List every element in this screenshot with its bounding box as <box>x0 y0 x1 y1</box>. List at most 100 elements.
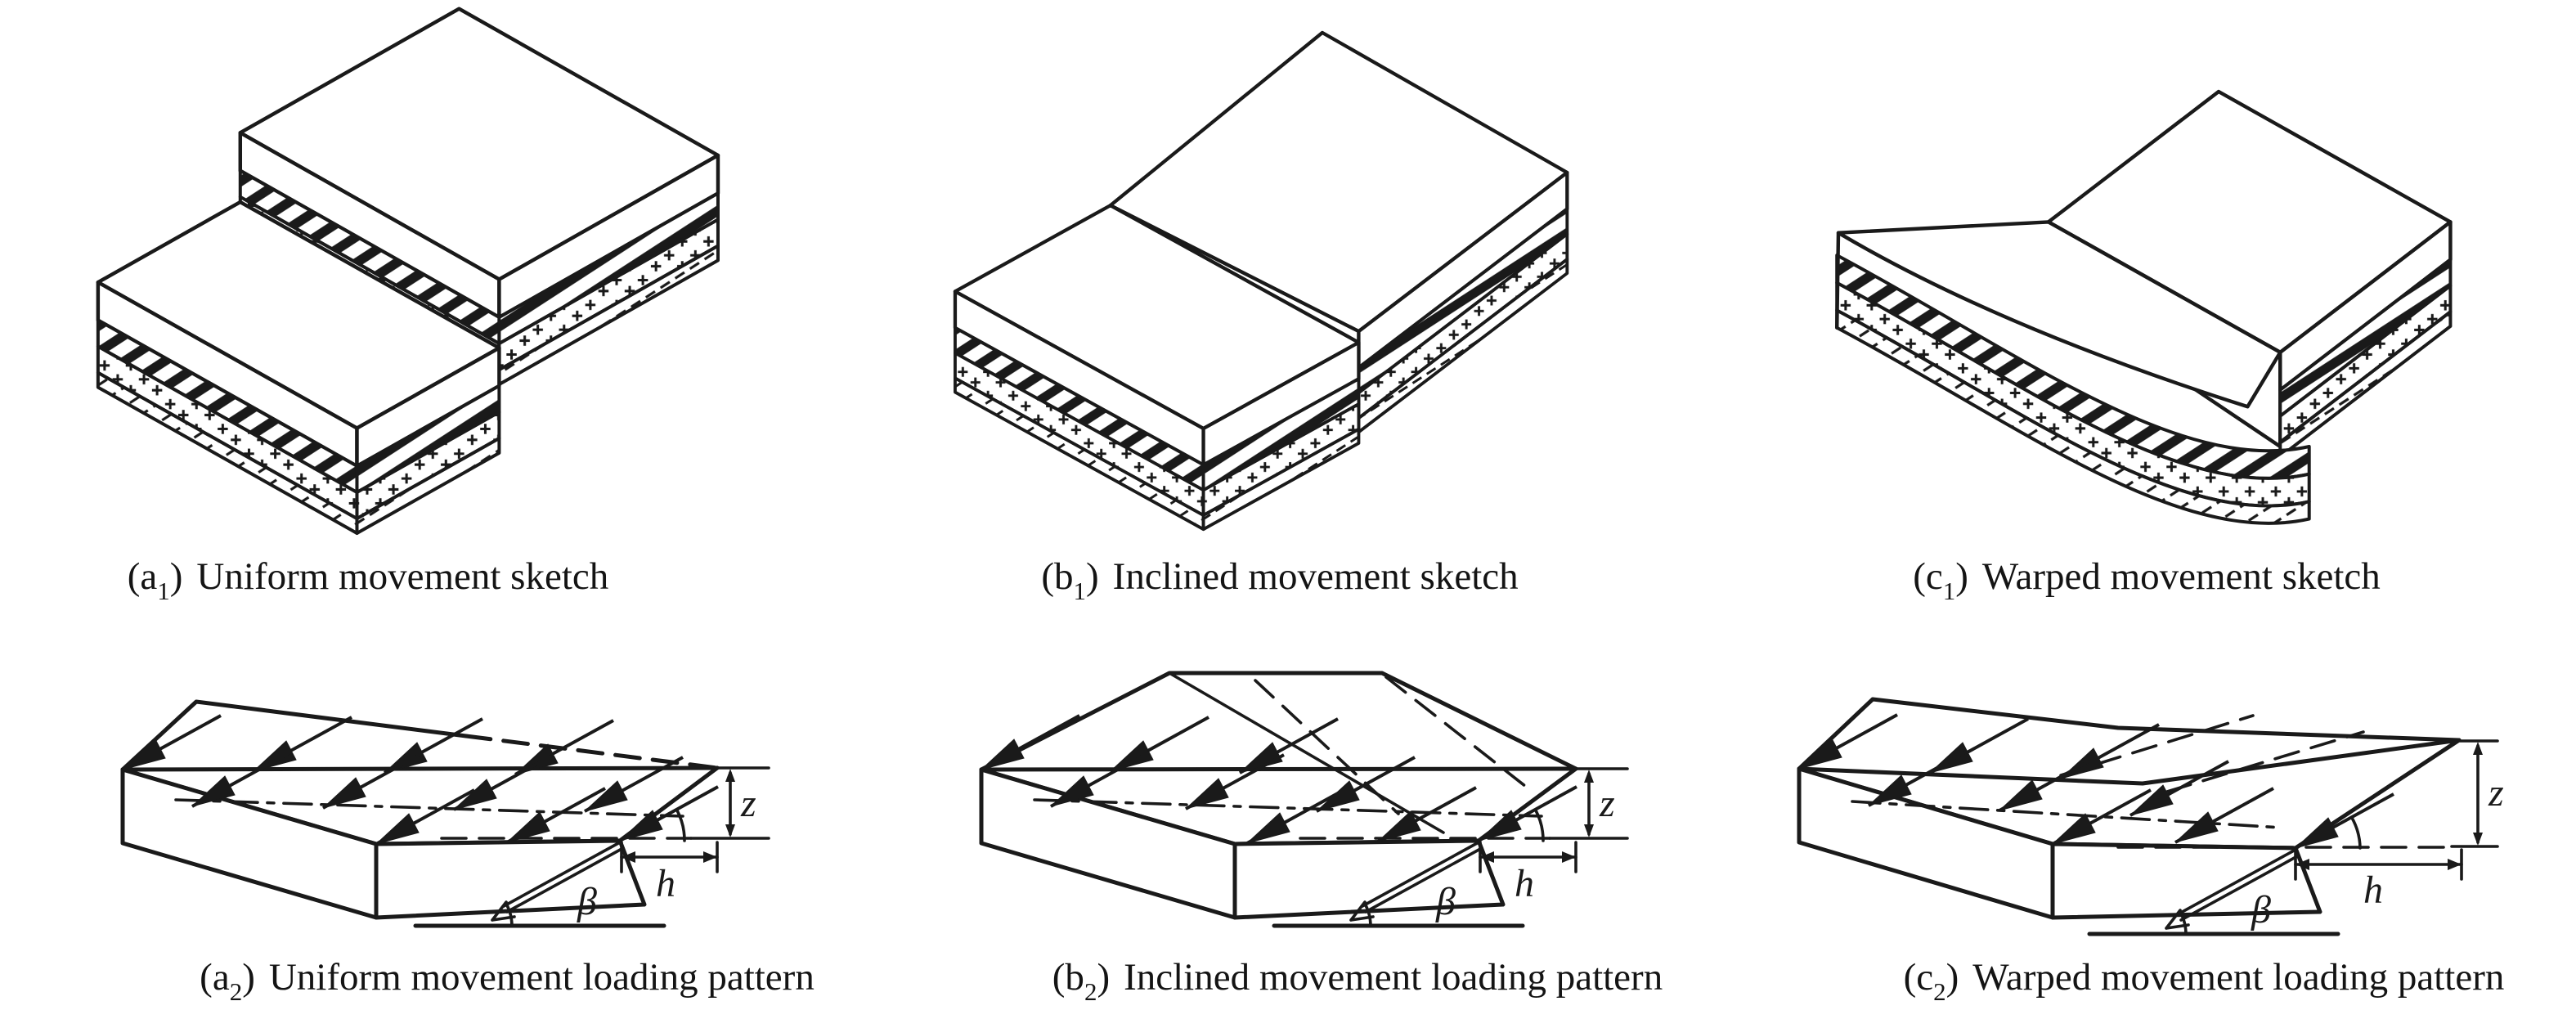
caption-a1: (a1) Uniform movement sketch <box>0 550 736 605</box>
beta-arc <box>2179 910 2188 936</box>
warped-top-wedge-face <box>1836 220 2282 409</box>
caption-b2-text: Inclined movement loading pattern <box>1124 956 1663 999</box>
warped-ridge-line <box>1797 738 2462 786</box>
front-dashed-layer <box>1201 427 1361 532</box>
beta-arc <box>1363 902 1372 927</box>
caption-b2-tag: (b <box>1052 956 1084 999</box>
dimension-z: z <box>1299 767 1629 840</box>
h-label: h <box>1515 862 1534 905</box>
z-arrow-down <box>1584 824 1594 837</box>
caption-c2: (c2) Warped movement loading pattern <box>1795 950 2576 1006</box>
caption-b1-text: Inclined movement sketch <box>1112 555 1519 598</box>
caption-b2: (b2) Inclined movement loading pattern <box>949 950 1766 1006</box>
caption-c2-sub: 2 <box>1933 977 1946 1006</box>
warped-left-edge <box>1835 231 1841 330</box>
dashed-slope-line-1 <box>1254 679 1400 815</box>
incline-line-2 <box>2179 854 2300 922</box>
z-label: z <box>2488 771 2504 815</box>
caption-a2-tag-close: ) <box>242 956 255 999</box>
dash-dot-centerline <box>174 798 684 818</box>
dashed-slope-line-2 <box>1384 676 1531 791</box>
caption-c2-tag-close: ) <box>1945 956 1959 999</box>
dimension-z: z <box>2116 739 2504 849</box>
caption-a2-sub: 2 <box>229 977 243 1006</box>
inclined-movement-sketch <box>953 30 1569 532</box>
incline-line-1 <box>502 841 622 908</box>
caption-c1: (c1) Warped movement sketch <box>1734 550 2560 605</box>
angle-beta: β <box>1272 841 1525 928</box>
front-right-face <box>1232 838 1506 920</box>
beta-label: β <box>577 880 597 923</box>
z-arrow-up <box>725 769 735 782</box>
warped-dashed-band <box>1835 308 2311 525</box>
z-arrow-down <box>2473 833 2483 846</box>
caption-a1-sub: 1 <box>157 577 170 605</box>
dash-dot-centerline <box>1851 800 2283 829</box>
ridge-line <box>120 765 720 772</box>
h-arrow-right <box>703 851 717 863</box>
dimension-z: z <box>440 766 770 840</box>
warped-loading-pattern: z h β <box>1797 697 2504 936</box>
caption-b2-sub: 2 <box>1084 977 1097 1006</box>
h-arrow-right <box>1562 851 1576 863</box>
arrow-angle-arc <box>2350 816 2362 850</box>
caption-b1-sub: 1 <box>1073 577 1087 605</box>
angle-beta: β <box>413 841 666 928</box>
caption-a1-tag: (a <box>127 555 158 598</box>
caption-b1-tag: (b <box>1041 555 1074 598</box>
warped-movement-sketch <box>1835 89 2453 525</box>
uniform-loading-pattern: z h β <box>120 699 770 928</box>
ridge-line <box>979 766 1578 772</box>
caption-c1-text: Warped movement sketch <box>1981 555 2381 598</box>
angle-beta: β <box>2087 848 2340 936</box>
caption-c1-sub: 1 <box>1942 577 1956 605</box>
caption-c1-tag: (c <box>1913 555 1943 598</box>
h-label: h <box>656 862 675 905</box>
caption-a1-text: Uniform movement sketch <box>196 555 609 598</box>
incline-line-2 <box>505 846 625 914</box>
dash-dot-centerline <box>1033 798 1543 818</box>
h-arrow-left <box>1480 851 1494 863</box>
caption-a1-tag-close: ) <box>169 555 183 598</box>
h-label: h <box>2363 869 2383 912</box>
caption-c2-tag: (c <box>1903 956 1934 999</box>
dashed-slope-line-1 <box>2059 714 2255 777</box>
warped-layer-bands <box>1835 231 2311 525</box>
z-label: z <box>1599 782 1615 825</box>
incline-line-1 <box>2176 848 2297 916</box>
h-arrow-right <box>2448 859 2462 870</box>
loading-top-surface <box>1799 699 2459 848</box>
incline-line-2 <box>1364 846 1483 914</box>
caption-b1-tag-close: ) <box>1086 555 1099 598</box>
z-arrow-down <box>725 824 735 837</box>
inclined-loading-pattern: z h β <box>979 671 1629 928</box>
caption-c2-text: Warped movement loading pattern <box>1972 956 2505 999</box>
lower-right-dashed-layer <box>355 437 501 535</box>
loading-block <box>1797 697 2462 920</box>
beta-label: β <box>1435 880 1456 923</box>
dimension-h: h <box>2294 848 2463 912</box>
h-arrow-left <box>622 851 635 863</box>
loading-block <box>120 699 720 920</box>
caption-a2-text: Uniform movement loading pattern <box>268 956 815 999</box>
dimension-h: h <box>620 841 719 905</box>
front-right-face <box>2050 842 2322 920</box>
front-right-face <box>374 838 647 920</box>
slope-fold-line <box>1168 671 1445 834</box>
dashed-slope-line-2 <box>2165 730 2365 793</box>
caption-c1-tag-close: ) <box>1955 555 1968 598</box>
z-arrow-up <box>2473 742 2483 755</box>
upper-block <box>238 7 720 387</box>
incline-line-1 <box>1361 841 1480 908</box>
lower-block <box>96 200 501 535</box>
caption-a2-tag: (a <box>200 956 230 999</box>
left-block <box>953 204 1361 532</box>
z-arrow-up <box>1584 770 1594 783</box>
beta-label: β <box>2251 888 2271 931</box>
uniform-movement-sketch <box>96 7 720 535</box>
beta-arc <box>505 902 514 927</box>
caption-b1: (b1) Inclined movement sketch <box>871 550 1689 605</box>
h-arrow-left <box>2296 859 2309 870</box>
caption-b2-tag-close: ) <box>1097 956 1111 999</box>
caption-a2: (a2) Uniform movement loading pattern <box>98 950 916 1006</box>
